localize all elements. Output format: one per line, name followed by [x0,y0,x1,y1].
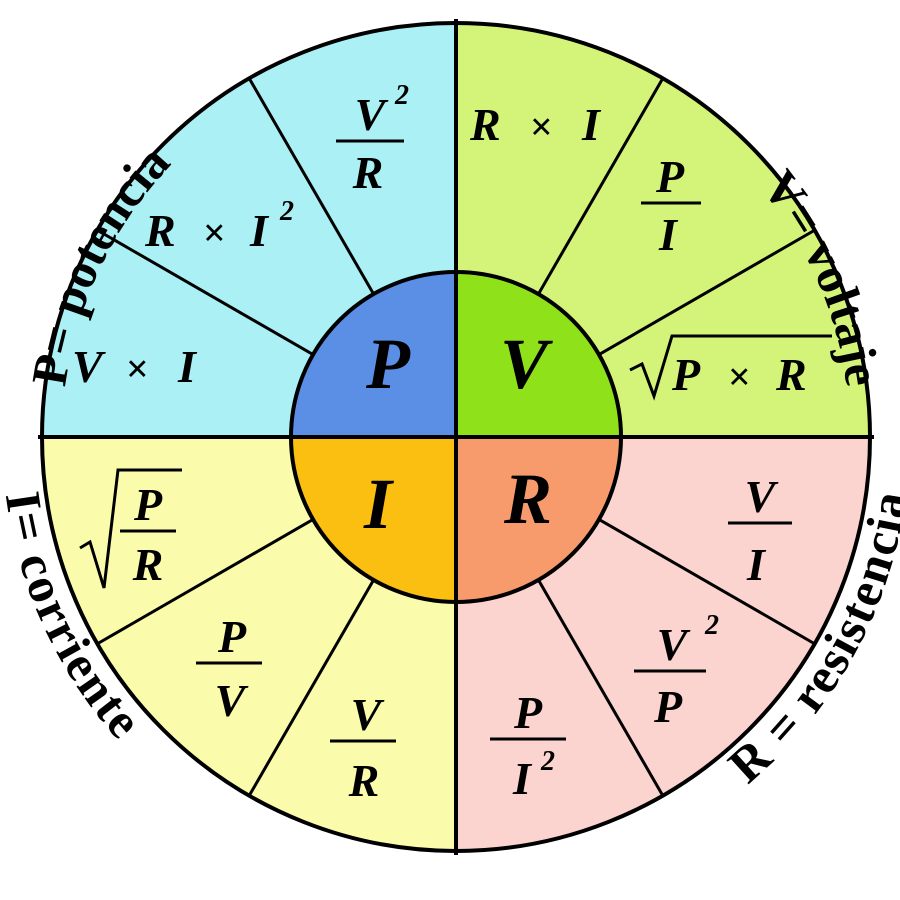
svg-text:2: 2 [704,610,719,641]
svg-text:P: P [653,681,683,732]
formula-current-v-over-r: V R [330,689,396,806]
svg-text:V: V [745,471,779,522]
sqrt-symbol [629,334,832,401]
svg-text:I: I [512,753,533,804]
svg-text:×: × [530,104,553,149]
svg-text:P: P [671,349,701,400]
power-center [291,272,456,437]
sqrt-symbol [79,468,182,589]
center-letter-voltage: V [500,324,553,404]
svg-text:R: R [348,755,380,806]
formula-resistance-p-over-i2: P I 2 [490,687,566,804]
svg-text:R: R [352,147,384,198]
svg-text:×: × [126,346,149,391]
svg-text:R: R [144,205,176,256]
svg-text:V: V [72,341,106,392]
svg-text:P: P [217,611,247,662]
formula-voltage-sqrt-p-times-r: P × R [629,334,832,401]
svg-text:R: R [469,99,501,150]
formula-current-p-over-v: P V [196,611,262,726]
current-center [291,437,456,602]
formula-resistance-v2-over-p: V 2 P [634,610,719,732]
svg-text:I: I [746,539,767,590]
svg-text:I: I [177,341,198,392]
svg-text:I: I [581,99,602,150]
svg-text:R: R [775,349,807,400]
svg-text:2: 2 [279,196,294,227]
voltage-center [456,272,621,437]
center-letter-resistance: R [503,459,552,539]
svg-text:V: V [351,689,385,740]
formula-voltage-r-times-i: R × I [469,99,602,150]
formula-power-r-times-i2: R × I 2 [144,196,294,256]
svg-text:R: R [132,539,164,590]
center-letter-power: P [365,324,411,404]
center-letter-current: I [363,464,395,544]
svg-text:V: V [355,89,389,140]
svg-text:×: × [203,210,226,255]
resistance-center [456,437,621,602]
outer-ring [40,21,872,853]
svg-text:P: P [513,687,543,738]
formula-voltage-p-over-i: P I [641,151,701,260]
svg-text:V: V [657,619,691,670]
svg-text:I: I [249,205,270,256]
svg-text:I: I [658,209,679,260]
formula-current-sqrt-p-over-r: P R [79,468,182,590]
svg-text:×: × [728,354,751,399]
formula-resistance-v-over-i: V I [728,471,792,590]
svg-text:2: 2 [394,80,409,111]
formula-power-v2-over-r: V 2 R [336,80,409,198]
formula-power-v-times-i: V × I [72,341,198,392]
svg-text:P: P [133,479,163,530]
svg-text:2: 2 [540,746,555,777]
svg-text:V: V [215,675,249,726]
svg-text:P: P [655,151,685,202]
